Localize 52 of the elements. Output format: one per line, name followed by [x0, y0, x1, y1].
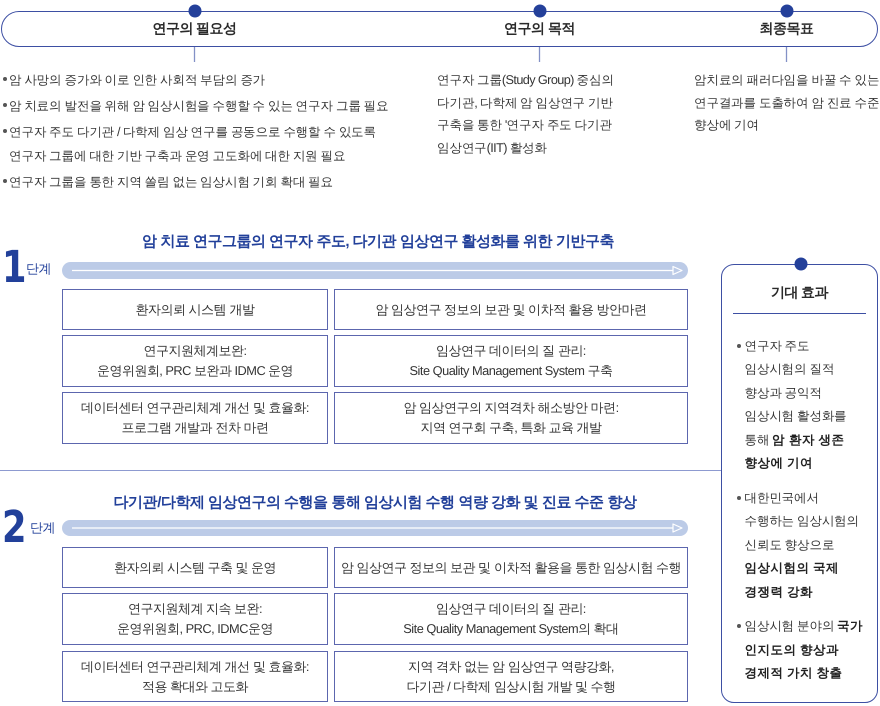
stage-number: 1	[2, 246, 26, 290]
item-detail: 운영위원회, PRC 보완과 IDMC 운영	[96, 362, 294, 380]
bullet-text: 연구자 주도 다기관 / 다학제 임상 연구를 공동으로 수행할 수 있도록 연구자 그룹에 대한 기반 구축과 운영 고도화에 대한 지원 필요	[9, 124, 377, 165]
stage-title: 다기관/다학제 임상연구의 수행을 통해 임상시험 수행 역량 강화 및 진료 수준 향상	[114, 493, 636, 513]
bullet-text: 암 사망의 증가와 이로 인한 사회적 부담의 증가	[9, 72, 266, 89]
effects-panel	[721, 264, 878, 703]
task-box	[62, 651, 328, 702]
stage-label: 단계	[30, 520, 55, 536]
task-box: 환자의뢰 시스템 구축 및 운영	[62, 547, 328, 588]
item-detail: 지역 연구회 구축, 특화 교육 개발	[420, 419, 602, 437]
section-heading: 연구의 필요성	[149, 12, 240, 46]
item-detail: Site Quality Management System의 확대	[403, 620, 619, 638]
item-title: 임상연구 데이터의 질 관리:	[436, 600, 586, 618]
description-text: 암치료의 패러다임을 바꿀 수 있는 연구결과를 도출하여 암 진료 수준 향상에 기여	[694, 62, 880, 136]
task-box	[334, 593, 688, 645]
task-box: 환자의뢰 시스템 개발	[62, 289, 328, 330]
section-heading: 연구의 목적	[501, 12, 578, 46]
item-title: 데이터센터 연구관리체계 개선 및 효율화:	[81, 658, 309, 676]
stage-title: 암 치료 연구그룹의 연구자 주도, 다기관 임상연구 활성화를 위한 기반구축	[142, 232, 614, 252]
task-box: 암 임상연구 정보의 보관 및 이차적 활용을 통한 임상시험 수행	[334, 547, 688, 588]
item-title: 암 임상연구의 지역격차 해소방안 마련:	[403, 399, 619, 417]
item-detail: 다기관 / 다학제 임상시험 개발 및 수행	[406, 678, 616, 696]
task-box	[62, 593, 328, 645]
bullet-text: 대한민국에서 수행하는 임상시험의 신뢰도 향상으로 임상시험의 국제 경쟁력 강화	[744, 490, 860, 601]
bullet-text: 연구자 그룹을 통한 지역 쏠림 없는 임상시험 기회 확대 필요	[9, 174, 333, 191]
description-text: 연구자 그룹(Study Group) 중심의 다기관, 다학제 암 임상연구 기반 구축을 통한 '연구자 주도 다기관 임상연구(IIT) 활성화	[437, 62, 642, 159]
item-title: 연구지원체계보완:	[143, 342, 247, 360]
item-detail: 운영위원회, PRC, IDMC운영	[117, 620, 273, 638]
stage-number: 2	[2, 506, 26, 550]
bullet-text: 임상시험 분야의 국가 인지도의 향상과 경제적 가치 창출	[744, 618, 864, 682]
task-box	[62, 392, 328, 444]
task-box: 암 임상연구 정보의 보관 및 이차적 활용 방안마련	[334, 289, 688, 330]
task-box	[334, 335, 688, 387]
connector-line	[786, 46, 788, 62]
section-heading: 최종목표	[756, 12, 816, 46]
timeline-band	[1, 11, 878, 47]
item-title: 데이터센터 연구관리체계 개선 및 효율화:	[81, 399, 309, 417]
item-title: 연구지원체계 지속 보완:	[128, 600, 262, 618]
stage-label: 단계	[26, 261, 51, 277]
bullet-text: 암 치료의 발전을 위해 암 임상시험을 수행할 수 있는 연구자 그룹 필요	[9, 98, 388, 115]
item-detail: 프로그램 개발과 전차 마련	[122, 419, 268, 437]
connector-line	[538, 46, 540, 62]
bullet-text: 연구자 주도 임상시험의 질적 향상과 공익적 임상시험 활성화를 통해 암 환자 생존 향상에 기여	[744, 338, 848, 472]
task-box	[334, 651, 688, 702]
item-detail: Site Quality Management System 구축	[410, 362, 612, 380]
item-title: 지역 격차 없는 암 임상연구 역량강화,	[408, 658, 614, 676]
item-title: 임상연구 데이터의 질 관리:	[436, 342, 586, 360]
task-box	[62, 335, 328, 387]
panel-heading: 기대 효과	[770, 282, 830, 302]
connector-line	[194, 46, 196, 62]
item-detail: 적용 확대와 고도화	[142, 678, 248, 696]
task-box	[334, 392, 688, 444]
